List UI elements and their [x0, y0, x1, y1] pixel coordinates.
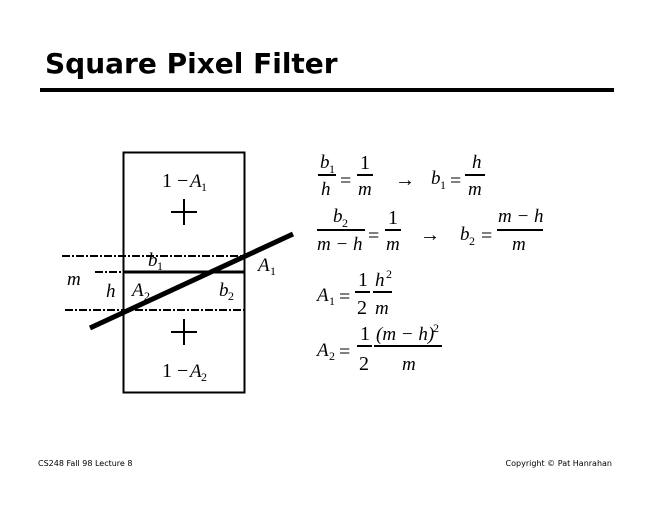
label-a2: A [130, 280, 144, 301]
eq1-result-den: m [468, 179, 482, 200]
arrow-icon: → [420, 224, 440, 246]
eq1-equals-2: = [450, 170, 461, 192]
label-a2-sub: 2 [144, 289, 150, 303]
eq1-result-sub: 1 [440, 178, 446, 192]
eq1-num-left: b [320, 152, 330, 173]
eq2-den-left: m − h [317, 234, 363, 255]
slide-title: Square Pixel Filter [45, 47, 338, 80]
eq2-result-num: m − h [498, 206, 544, 227]
label-a1-sub: 1 [270, 264, 276, 278]
eq3-half-num: 1 [358, 269, 368, 291]
eq2-den-right: m [386, 234, 400, 255]
edge-line [88, 231, 295, 331]
label-b1: b [148, 250, 158, 271]
label-bottom-var: A [188, 361, 202, 382]
label-h: h [106, 281, 116, 302]
arrow-icon: → [395, 169, 415, 191]
label-bottom-sub: 2 [201, 370, 207, 384]
eq2-num-left: b [333, 206, 343, 227]
equation-1: b 1 h = 1 m → b 1 = h m [318, 152, 485, 200]
label-b2: b [219, 280, 229, 301]
eq3-equals: = [339, 286, 350, 308]
eq3-half-den: 2 [357, 297, 367, 319]
pixel-diagram: 1 − A 1 1 − A 2 b 1 A 2 b 2 A 1 m h [62, 151, 295, 394]
eq3-sup: 2 [386, 267, 392, 281]
title-rule [40, 88, 614, 92]
eq2-equals: = [368, 225, 379, 247]
eq4-sub: 2 [329, 349, 335, 363]
plus-icon [171, 319, 197, 345]
footer-copyright: Copyright © Pat Hanrahan [506, 459, 612, 468]
label-b2-sub: 2 [228, 289, 234, 303]
eq2-num-right: 1 [388, 207, 398, 229]
eq1-num-left-sub: 1 [329, 162, 335, 176]
eq2-result-var: b [460, 224, 470, 245]
eq1-result-var: b [431, 168, 441, 189]
footer-course: CS248 Fall 98 Lecture 8 [38, 459, 132, 468]
eq3-var: A [315, 285, 329, 306]
eq1-num-right: 1 [360, 152, 370, 174]
eq3-num: h [375, 270, 385, 291]
eq4-num: (m − h) [376, 324, 434, 345]
eq4-den: m [402, 354, 416, 375]
eq3-sub: 1 [329, 294, 335, 308]
label-top-sub: 1 [201, 180, 207, 194]
eq2-result-sub: 2 [469, 234, 475, 248]
eq1-result-num: h [472, 152, 482, 173]
equation-4: A 2 = 1 2 (m − h) 2 m [315, 321, 442, 375]
label-bottom-region: 1 − [162, 360, 188, 382]
label-b1-sub: 1 [157, 259, 163, 273]
label-top-region: 1 − [162, 170, 188, 192]
eq1-equals: = [340, 170, 351, 192]
eq2-num-left-sub: 2 [342, 216, 348, 230]
label-a1: A [256, 255, 270, 276]
eq4-equals: = [339, 341, 350, 363]
eq3-den: m [375, 298, 389, 319]
equation-2: b 2 m − h = 1 m → b 2 = m − h m [317, 206, 544, 255]
eq2-equals-2: = [481, 225, 492, 247]
eq4-sup: 2 [433, 321, 439, 335]
eq4-half-num: 1 [360, 323, 370, 345]
equation-3: A 1 = 1 2 h 2 m [315, 267, 392, 319]
label-m: m [67, 269, 81, 290]
eq2-result-den: m [512, 234, 526, 255]
eq4-half-den: 2 [359, 353, 369, 375]
eq1-den-right: m [358, 179, 372, 200]
label-top-var: A [188, 171, 202, 192]
plus-icon [171, 199, 197, 225]
eq1-den-left: h [321, 179, 331, 200]
eq4-var: A [315, 340, 329, 361]
